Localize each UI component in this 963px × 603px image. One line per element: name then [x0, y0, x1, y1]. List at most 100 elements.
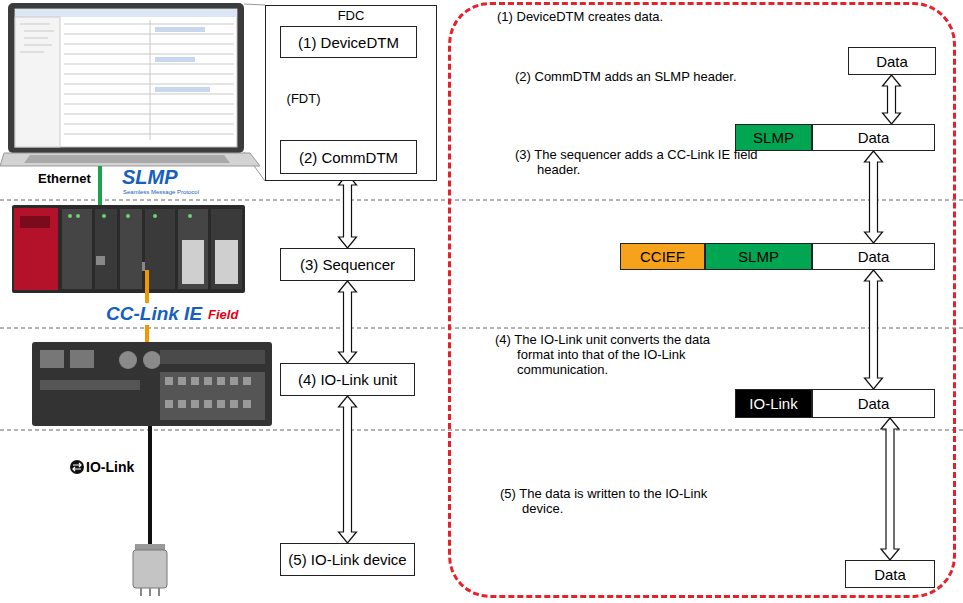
data-block: Data: [812, 389, 935, 418]
io-link-cable: [150, 426, 151, 546]
io-link-unit: [160, 350, 265, 364]
box-label: Data: [874, 566, 906, 583]
device-box: (4) IO-Link unit: [280, 363, 415, 396]
plc-rack: [12, 205, 245, 293]
laptop: [15, 9, 237, 17]
box-label: (2) CommDTM: [299, 149, 398, 166]
connector-label: (FDT): [287, 92, 321, 107]
header-block: SLMP: [705, 243, 812, 270]
plc-rack: [215, 240, 238, 284]
io-link-unit: [230, 377, 238, 385]
sensor-device: [133, 550, 167, 588]
io-link-unit: [165, 377, 251, 408]
logo-subtitle: Seamless Message Protocol: [123, 189, 199, 196]
box-label: SLMP: [738, 248, 779, 265]
box-label: IO-Link: [749, 395, 797, 412]
data-block: Data: [845, 560, 935, 588]
io-link-unit: [70, 350, 94, 368]
box-label: Data: [858, 248, 890, 265]
sensor-device: [149, 588, 151, 596]
io-link-unit: [217, 400, 225, 408]
plc-rack: [153, 214, 157, 218]
plc-rack: [68, 214, 192, 218]
plc-rack: [126, 214, 130, 218]
software-box: (2) CommDTM: [280, 140, 417, 174]
double-arrow: [865, 151, 883, 243]
double-arrow: [339, 281, 357, 363]
io-link-unit: [165, 377, 173, 385]
laptop: [64, 74, 234, 75]
box-label: (1) DeviceDTM: [298, 34, 399, 51]
laptop: [64, 114, 234, 115]
double-arrow: [881, 418, 899, 560]
network-logo: IO-Link: [86, 459, 134, 475]
box-label: (3) Sequencer: [300, 256, 395, 273]
io-link-unit: [191, 400, 199, 408]
laptop: [0, 153, 260, 166]
box-label: Data: [858, 395, 890, 412]
io-link-unit: [160, 372, 265, 420]
plc-rack: [182, 240, 238, 284]
io-link-unit: [217, 377, 225, 385]
data-block: Data: [848, 47, 936, 75]
plc-rack: [96, 256, 105, 265]
box-label: Data: [876, 53, 908, 70]
plc-rack: [120, 209, 142, 289]
plc-rack: [178, 209, 208, 289]
device-box: (5) IO-Link device: [280, 543, 415, 576]
plc-rack: [14, 208, 58, 290]
io-link-unit: [178, 400, 186, 408]
network-logo: CC-Link IE: [104, 303, 204, 325]
io-link-unit: [32, 342, 272, 426]
laptop: [64, 64, 234, 65]
io-link-unit: [40, 350, 64, 368]
step-description: (1) DeviceDTM creates data.: [497, 10, 797, 25]
step-description: (4) The IO-Link unit converts the data f…: [495, 333, 730, 378]
laptop: [155, 87, 210, 92]
laptop: [15, 9, 237, 147]
plc-rack: [95, 209, 117, 289]
box-label: (5) IO-Link device: [288, 551, 406, 568]
box-label: CCIEF: [640, 248, 685, 265]
io-link-icon: [70, 460, 84, 474]
io-link-unit: [143, 351, 161, 369]
box-label: SLMP: [753, 129, 794, 146]
io-link-unit: [243, 377, 251, 385]
data-flow-region: DataSLMPDataCCIEFSLMPDataIO-LinkDataData…: [448, 2, 956, 598]
protocol-logo: SLMP: [122, 166, 178, 189]
laptop: [64, 84, 234, 85]
laptop: [64, 94, 234, 95]
laptop: [20, 52, 44, 53]
step-description: (3) The sequencer adds a CC-Link IE fiel…: [515, 148, 760, 178]
io-link-unit: [230, 400, 238, 408]
header-block: SLMP: [735, 124, 812, 151]
box-label: Data: [858, 129, 890, 146]
sensor-device: [133, 544, 167, 596]
laptop: [150, 20, 151, 140]
box-label: (4) IO-Link unit: [298, 371, 397, 388]
double-arrow: [883, 75, 901, 124]
separator-lines: [0, 430, 963, 431]
plc-rack: [68, 214, 72, 218]
double-arrow: [339, 174, 357, 248]
io-link-cable: [148, 426, 152, 546]
network-label: Ethernet: [36, 172, 93, 187]
plc-rack: [20, 216, 50, 228]
laptop: [64, 104, 234, 105]
io-link-unit: [191, 377, 199, 385]
laptop: [24, 45, 52, 46]
separator-lines: [0, 200, 963, 430]
laptop: [20, 20, 234, 140]
separator-lines: [0, 328, 963, 329]
step-description: (2) CommDTM adds an SLMP header.: [515, 70, 815, 85]
double-arrow: [339, 396, 357, 543]
laptop: [64, 24, 234, 25]
laptop: [24, 31, 54, 32]
laptop: [8, 3, 244, 153]
io-link-icon: [70, 460, 84, 474]
laptop: [64, 54, 234, 55]
sensor-device: [140, 588, 142, 596]
plc-rack: [12, 205, 245, 293]
